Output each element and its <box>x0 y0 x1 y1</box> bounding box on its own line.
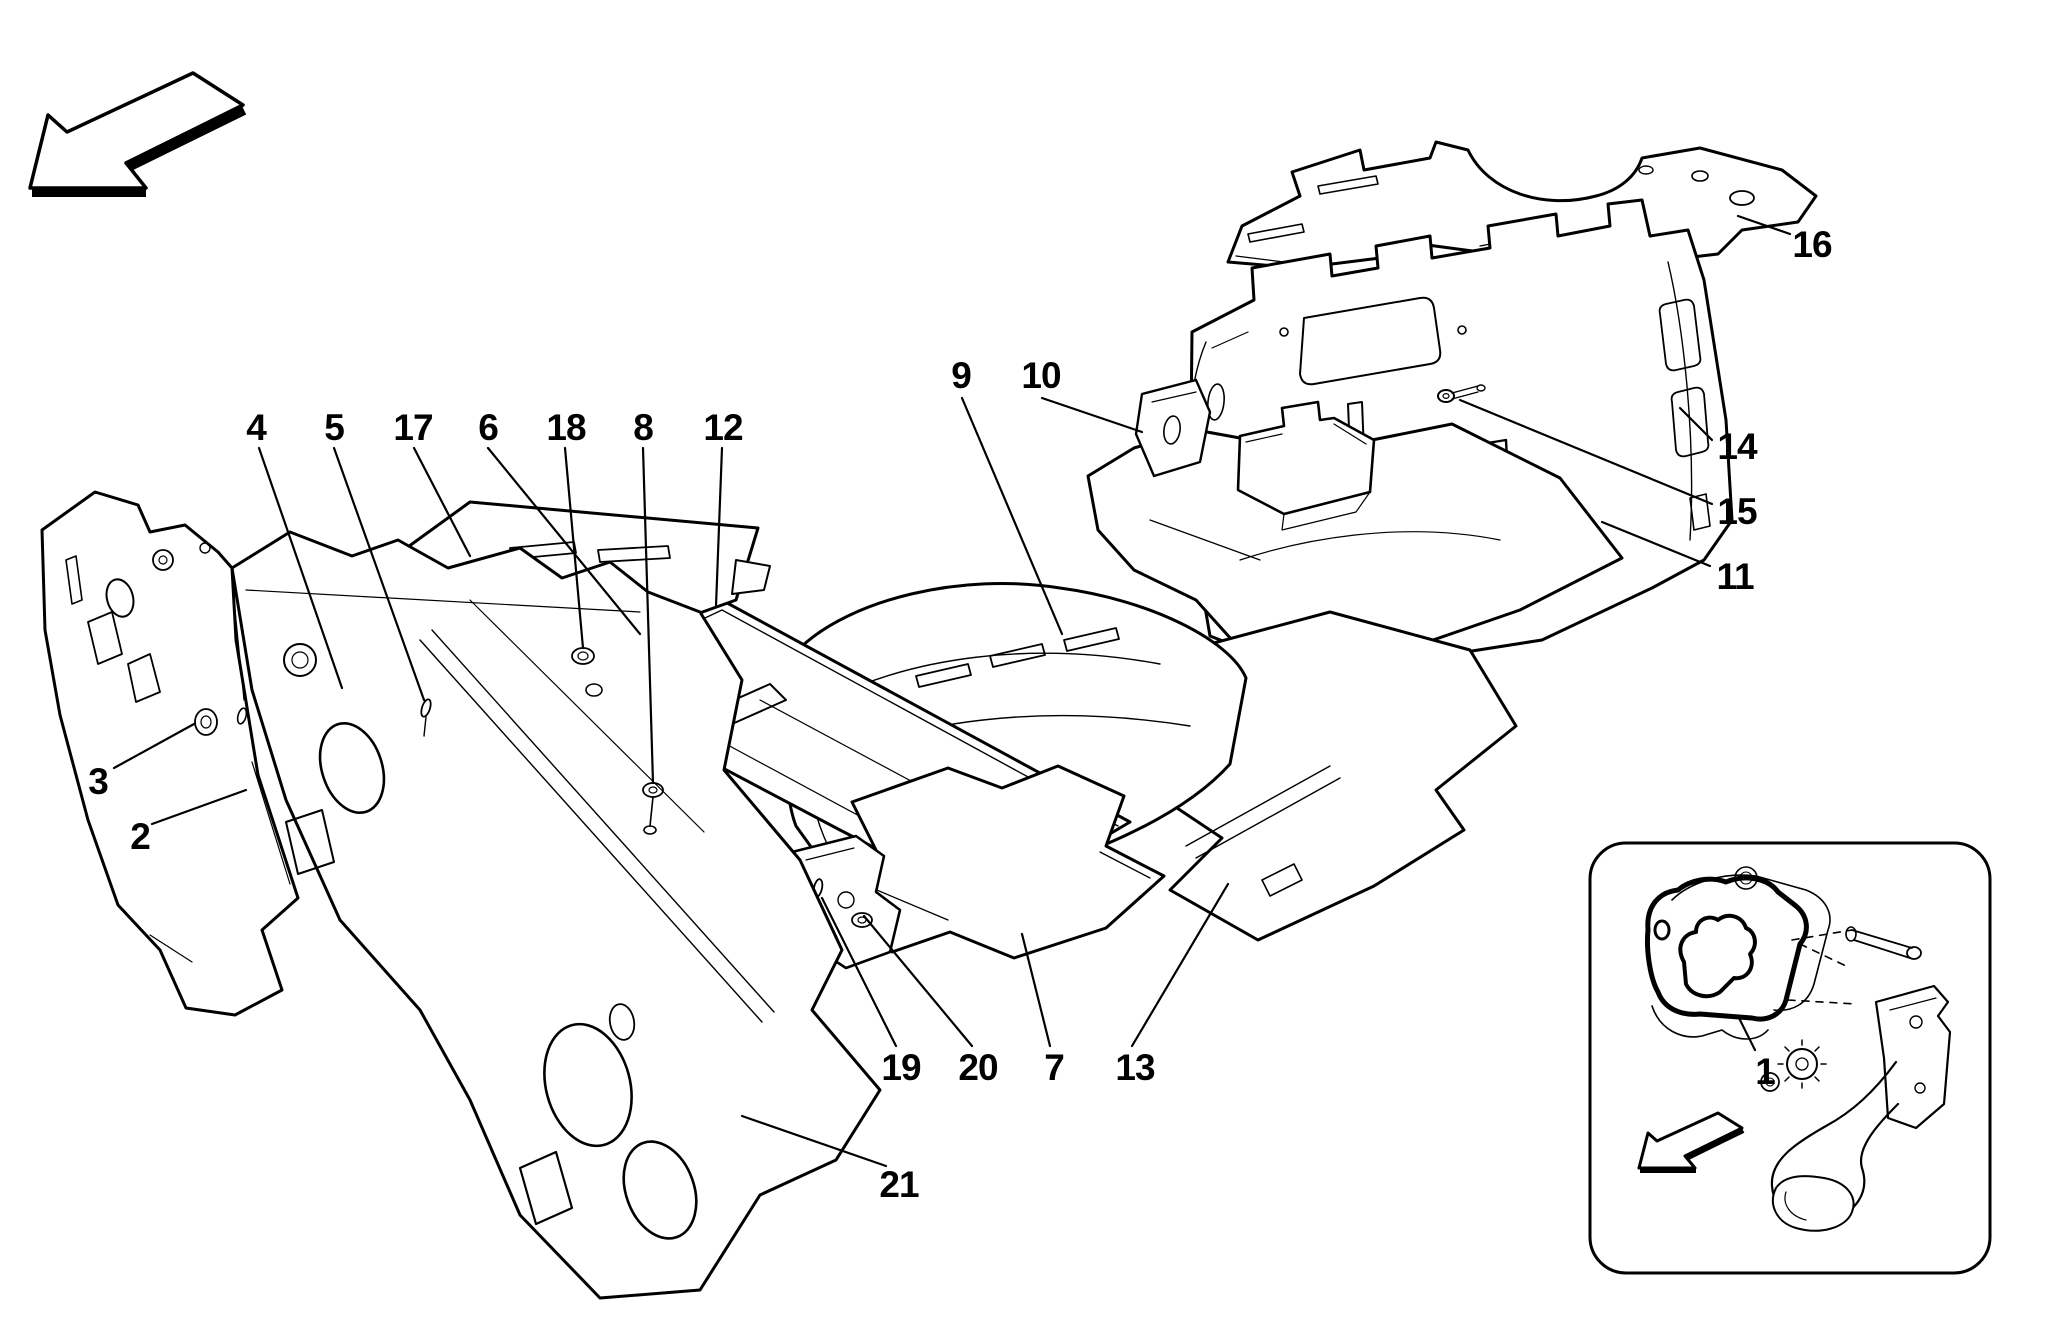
callout-10: 10 <box>1021 355 1061 396</box>
callout-14: 14 <box>1717 426 1757 467</box>
leader-12 <box>714 446 724 608</box>
callout-13: 13 <box>1115 1047 1155 1088</box>
leader-7 <box>1020 932 1052 1048</box>
leader-10 <box>1040 396 1144 434</box>
part-10-rear-carpet <box>1086 378 1624 666</box>
leader-1 <box>1736 1014 1757 1052</box>
callout-18: 18 <box>546 407 586 448</box>
leader-6 <box>486 446 642 636</box>
callout-2: 2 <box>130 816 151 857</box>
callout-1: 1 <box>1755 1051 1776 1092</box>
leader-3 <box>112 722 196 770</box>
leader-lines <box>112 214 1792 1168</box>
inset-direction-arrow-icon <box>1637 1111 1745 1173</box>
callout-4: 4 <box>246 407 267 448</box>
callout-21: 21 <box>879 1164 919 1205</box>
callout-6: 6 <box>478 407 499 448</box>
leader-2 <box>150 788 248 826</box>
grommet-fastener-3-icon <box>194 707 248 736</box>
leader-17 <box>412 446 472 558</box>
callout-16: 16 <box>1792 224 1832 265</box>
inset-detail-box <box>1588 841 1992 1275</box>
leader-19 <box>820 896 898 1048</box>
pin-fastener-5-icon <box>420 698 432 737</box>
leader-8 <box>641 446 655 785</box>
leader-18 <box>563 446 585 650</box>
callout-5: 5 <box>324 407 345 448</box>
callout-19: 19 <box>881 1047 921 1088</box>
callout-9: 9 <box>951 355 972 396</box>
callout-12: 12 <box>703 407 743 448</box>
leader-9 <box>960 396 1064 636</box>
callout-15: 15 <box>1717 491 1757 532</box>
part-4-5-firewall-panel <box>230 530 882 1300</box>
callout-11: 11 <box>1716 556 1754 597</box>
leader-21 <box>740 1114 888 1168</box>
leader-15 <box>1458 398 1714 506</box>
leader-11 <box>1600 520 1712 568</box>
direction-arrow-icon <box>28 71 247 197</box>
stud-fastener-15-icon <box>1437 384 1486 403</box>
callout-8: 8 <box>633 407 654 448</box>
leader-16 <box>1736 214 1792 236</box>
part-2-3-firewall-side-panel <box>40 490 300 1017</box>
leader-20 <box>862 914 974 1048</box>
callout-3: 3 <box>88 761 109 802</box>
part-7-floor-carpet-left <box>848 764 1166 960</box>
callout-17: 17 <box>393 407 433 448</box>
callout-20: 20 <box>958 1047 998 1088</box>
leader-4 <box>257 446 344 690</box>
leader-5 <box>332 446 426 702</box>
callout-7: 7 <box>1044 1047 1065 1088</box>
leader-13 <box>1130 882 1230 1048</box>
pedal-assembly-drawing <box>1645 866 1952 1232</box>
leader-14 <box>1678 406 1714 442</box>
